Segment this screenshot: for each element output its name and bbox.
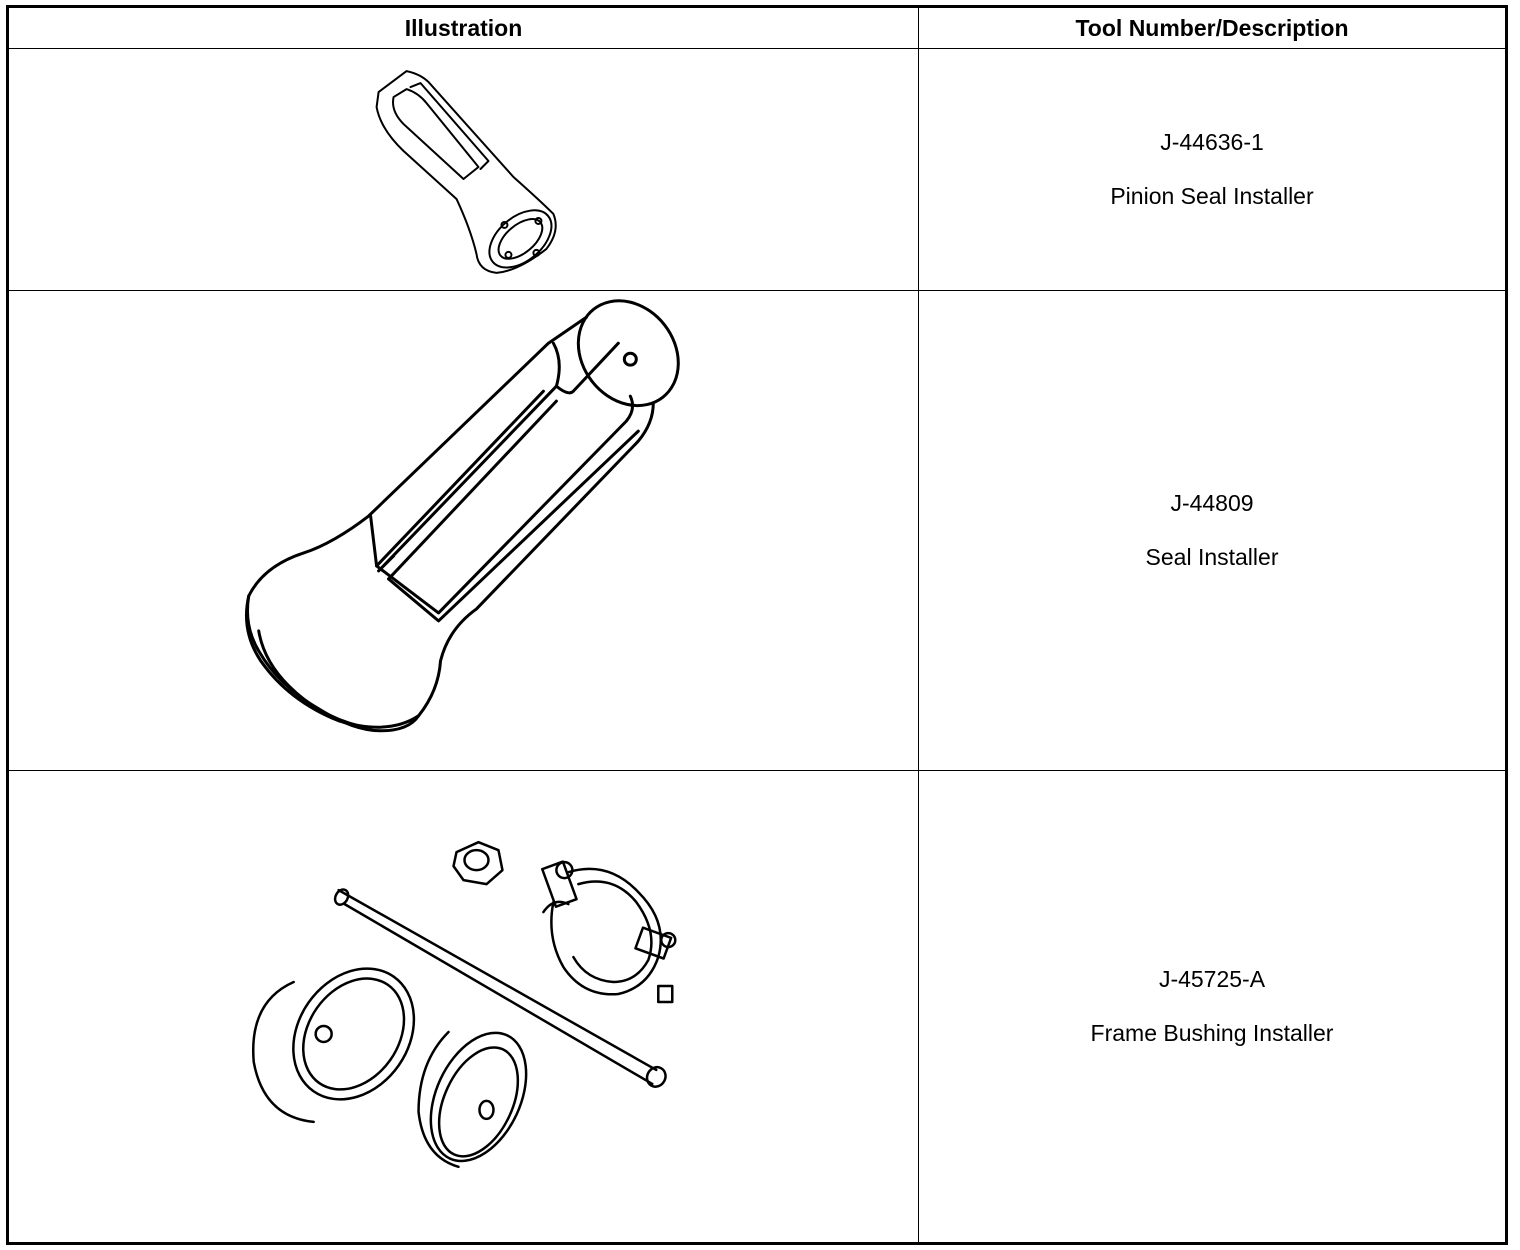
tool-description-1: Pinion Seal Installer xyxy=(1110,183,1314,209)
illustration-cell-3 xyxy=(9,771,919,1242)
header-illustration-label: Illustration xyxy=(404,14,523,41)
seal-installer-drawing xyxy=(245,298,680,732)
tool-description-2: Seal Installer xyxy=(1145,544,1279,570)
illustration-cell-2 xyxy=(9,291,919,771)
tool-description-3: Frame Bushing Installer xyxy=(1090,1020,1334,1046)
header-tool-number: Tool Number/Description xyxy=(919,8,1505,49)
header-illustration: Illustration xyxy=(9,8,919,49)
tool-number-3: J-45725-A xyxy=(1158,966,1266,992)
frame-bushing-installer-drawing xyxy=(251,840,677,1168)
description-cell-1: J-44636-1 Pinion Seal Installer xyxy=(919,49,1505,291)
tool-table: Illustration Tool Number/Description xyxy=(6,5,1508,1245)
illustration-cell-1 xyxy=(9,49,919,291)
description-cell-3: J-45725-A Frame Bushing Installer xyxy=(919,771,1505,1242)
tool-number-2: J-44809 xyxy=(1170,490,1254,516)
pinion-seal-installer-drawing xyxy=(375,69,557,274)
description-cell-2: J-44809 Seal Installer xyxy=(919,291,1505,771)
header-tool-number-label: Tool Number/Description xyxy=(1075,14,1349,41)
tool-number-1: J-44636-1 xyxy=(1160,129,1264,155)
